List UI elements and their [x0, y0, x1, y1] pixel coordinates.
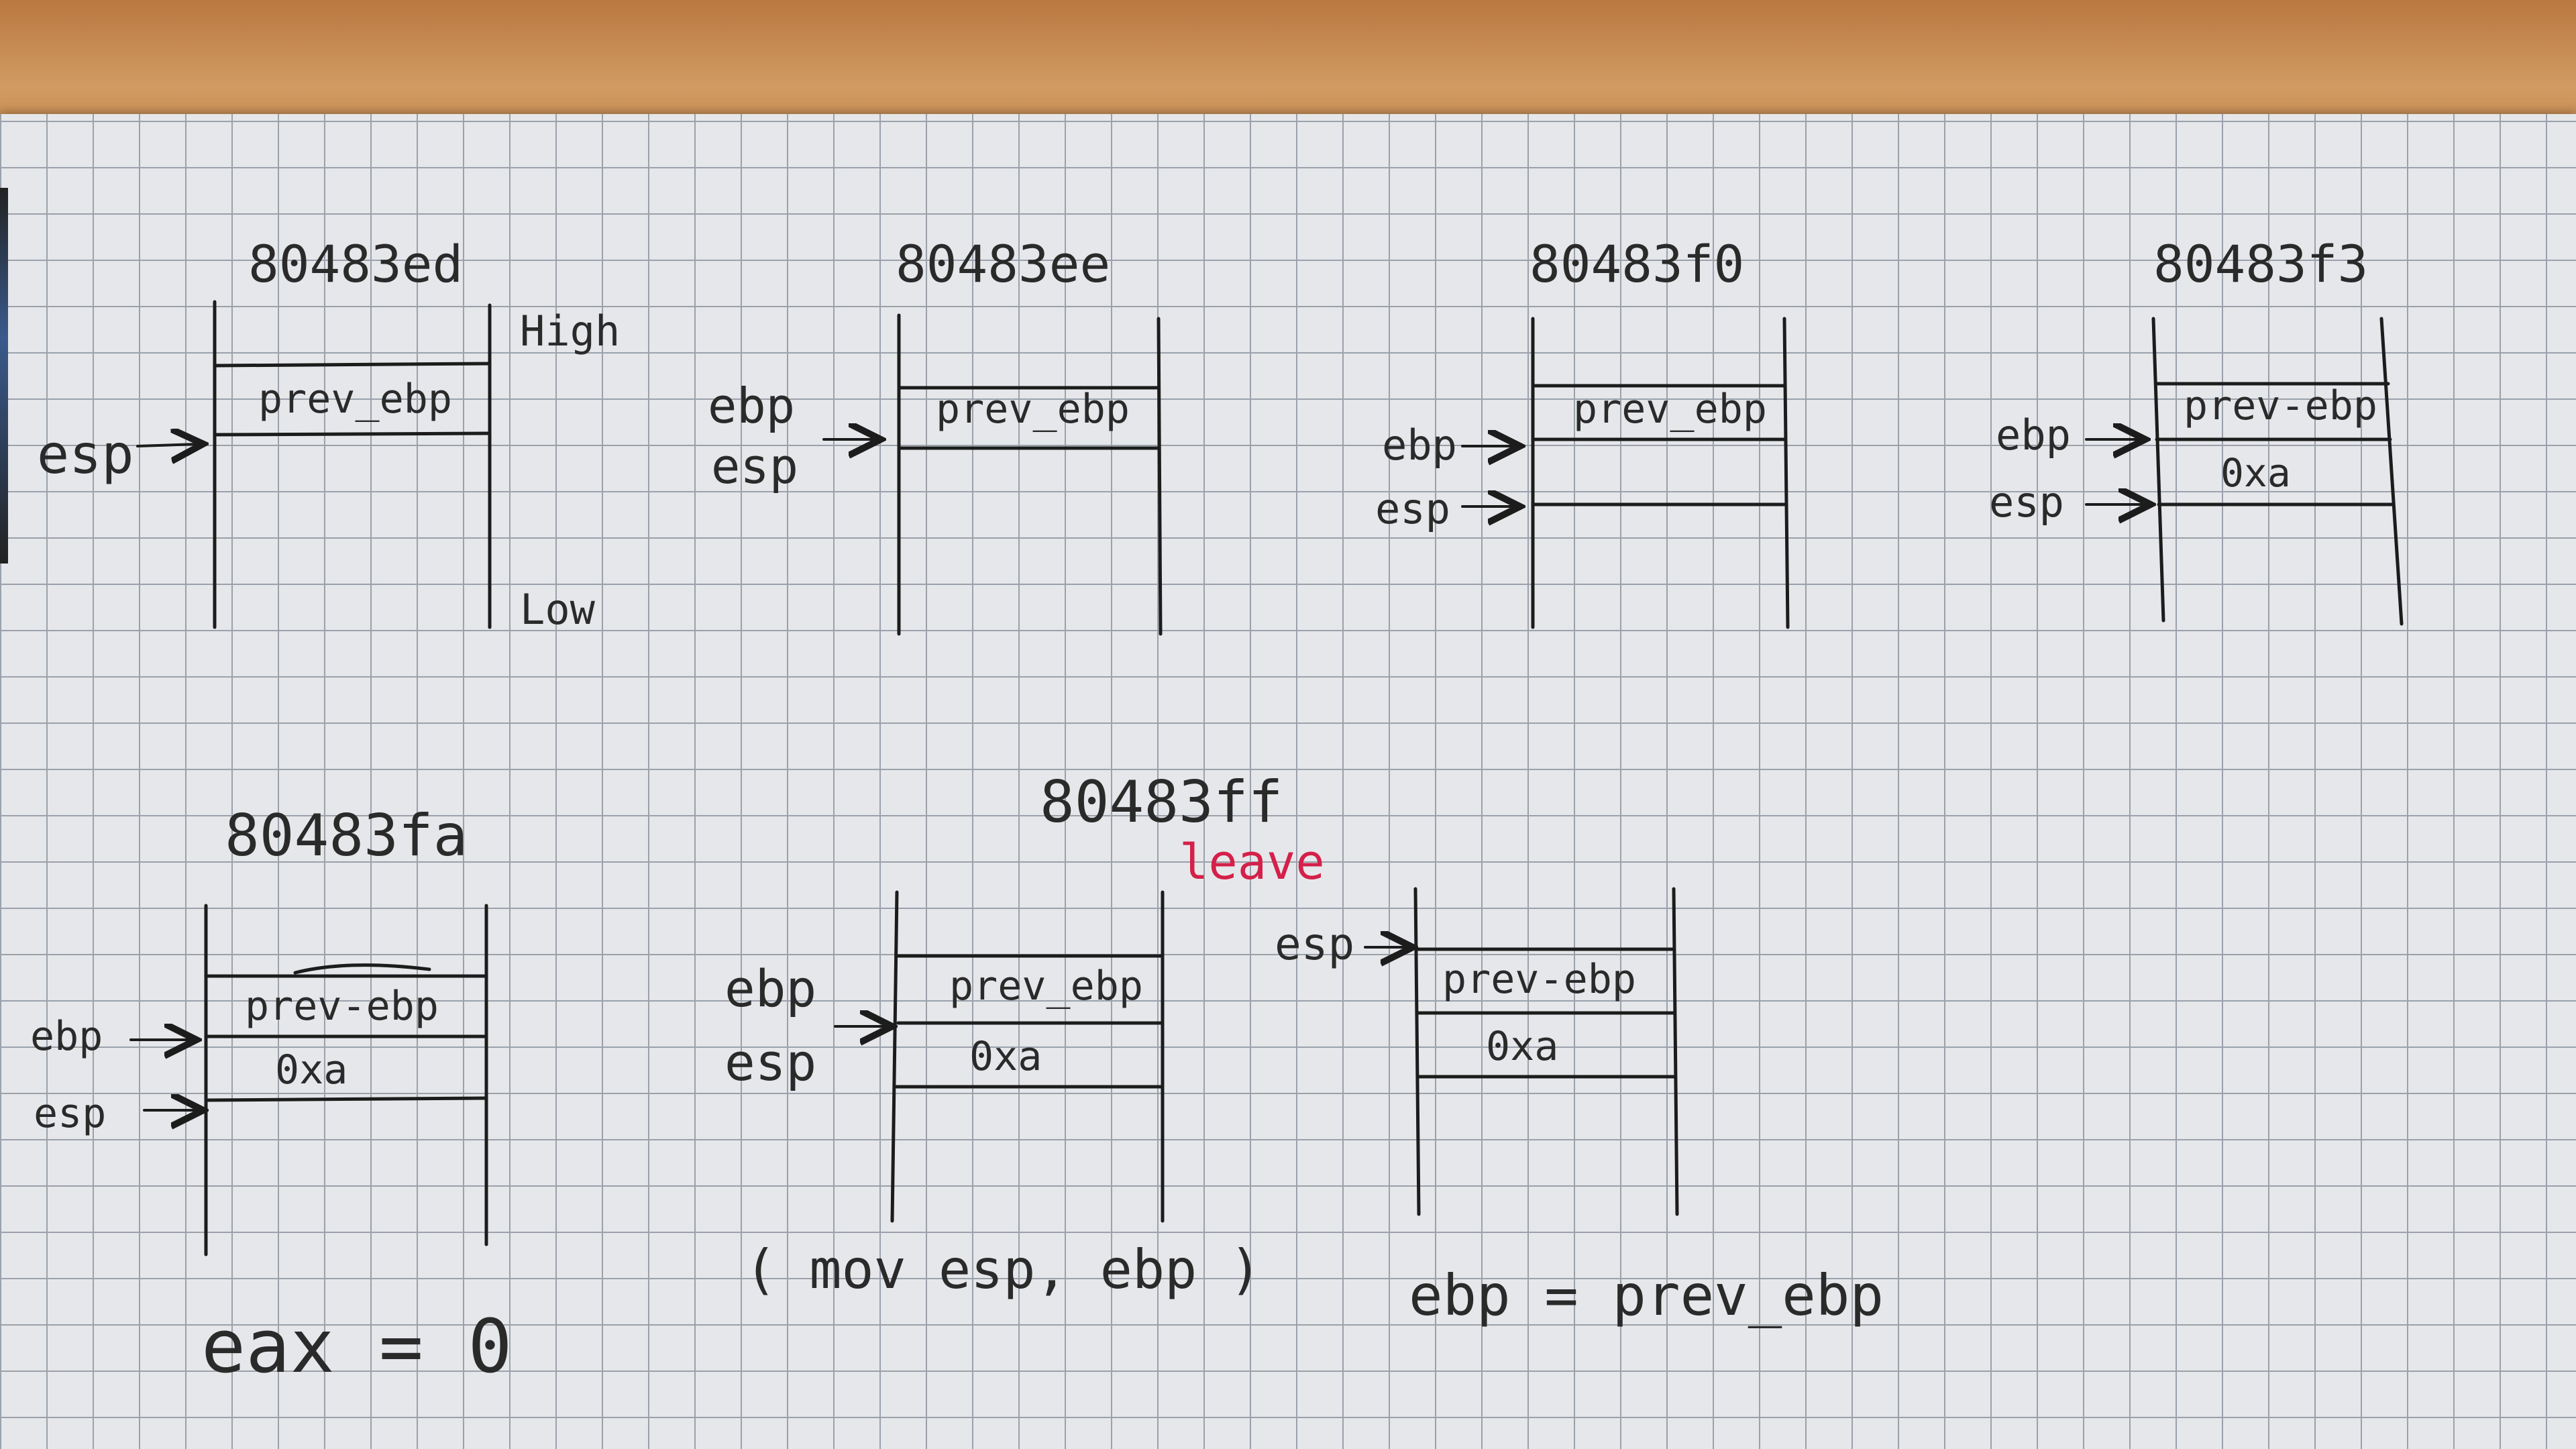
- cell-prev-ebp: prev_ebp: [258, 376, 452, 423]
- cell-prev-ebp: prev-ebp: [245, 983, 439, 1030]
- cell-prev-ebp: prev-ebp: [2184, 382, 2377, 429]
- frame-address: 80483ee: [896, 234, 1110, 294]
- cell-0xa: 0xa: [2220, 450, 2291, 496]
- cell-prev-ebp: prev_ebp: [936, 386, 1130, 433]
- esp-label: esp: [37, 423, 134, 486]
- frame-address: 80483fa: [225, 802, 468, 869]
- esp-label: esp: [34, 1090, 106, 1137]
- leave-note: leave: [1179, 834, 1325, 890]
- ebp-label: ebp: [708, 378, 795, 434]
- eax-note: eax = 0: [201, 1303, 513, 1389]
- ebp-label: ebp: [30, 1013, 103, 1060]
- esp-label: esp: [711, 438, 798, 494]
- stack-frame-80483fa: 80483fa prev-ebp 0xa ebp esp eax = 0: [30, 802, 513, 1389]
- stack-frame-80483f0: 80483f0 prev_ebp ebp esp: [1375, 234, 1790, 629]
- cell-prev-ebp: prev_ebp: [949, 963, 1143, 1010]
- esp-label: esp: [1989, 478, 2064, 527]
- stack-frame-80483ff: 80483ff leave prev_ebp 0xa ebp esp ( mov…: [724, 769, 1325, 1301]
- esp-arrow: [136, 444, 198, 446]
- frame-address: 80483f0: [1529, 234, 1744, 294]
- ebp-label: ebp: [724, 959, 816, 1018]
- frame-address: 80483ff: [1040, 769, 1283, 836]
- cell-0xa: 0xa: [1486, 1023, 1558, 1070]
- cell-0xa: 0xa: [969, 1033, 1042, 1080]
- esp-label: esp: [724, 1032, 816, 1092]
- cell-0xa: 0xa: [275, 1046, 347, 1093]
- stack-frame-80483ed: 80483ed prev_ebp High Low esp: [37, 234, 620, 634]
- frame-address: 80483f3: [2153, 234, 2368, 294]
- esp-label: esp: [1275, 918, 1354, 970]
- ebp-label: ebp: [1996, 411, 2071, 460]
- stack-frame-80483ee: 80483ee prev_ebp ebp esp: [708, 234, 1163, 636]
- ebp-label: ebp: [1382, 421, 1457, 470]
- mov-note: ( mov esp, ebp ): [745, 1238, 1262, 1301]
- ebp-assign-note: ebp = prev_ebp: [1409, 1263, 1884, 1328]
- low-label: Low: [520, 585, 596, 634]
- notebook-binding: [0, 188, 8, 564]
- stack-frame-after-leave: prev-ebp 0xa esp ebp = prev_ebp: [1275, 887, 1884, 1328]
- stack-frame-80483f3: 80483f3 prev-ebp 0xa ebp esp: [1989, 234, 2404, 626]
- frame-address: 80483ed: [248, 234, 463, 294]
- cell-prev-ebp: prev_ebp: [1573, 386, 1767, 433]
- cell-prev-ebp: prev-ebp: [1442, 956, 1636, 1003]
- high-label: High: [520, 307, 620, 356]
- grid-paper: [0, 114, 2576, 1449]
- esp-label: esp: [1375, 484, 1450, 533]
